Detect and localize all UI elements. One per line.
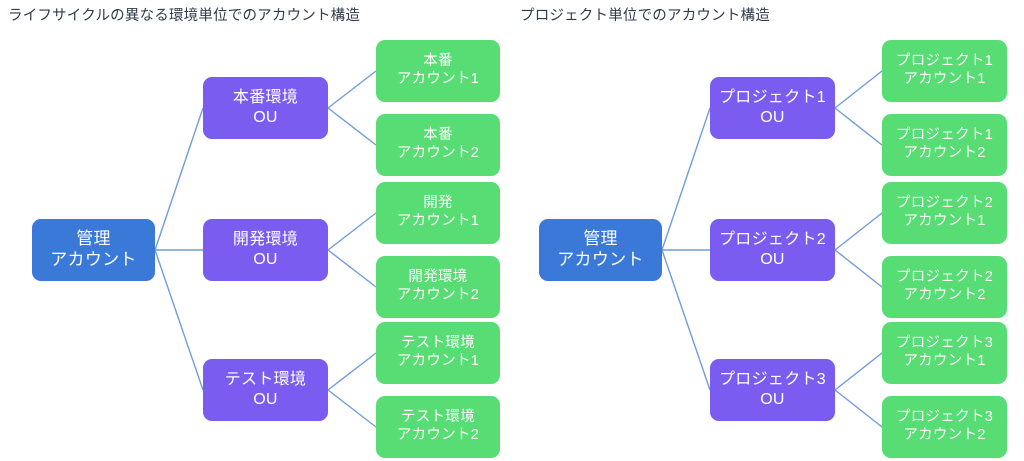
diagram-title-lifecycle: ライフサイクルの異なる環境単位でのアカウント構造 (8, 8, 361, 24)
node-label-line2: アカウント2 (903, 287, 986, 303)
node-label-line1: プロジェクト3 (719, 371, 826, 389)
node-label-line2: アカウント1 (903, 353, 986, 369)
right-account-node-3-2[interactable]: プロジェクト3 アカウント2 (882, 396, 1007, 458)
diagram-title-project: プロジェクト単位でのアカウント構造 (520, 8, 770, 24)
edge-right-ou3-acct1 (834, 352, 883, 391)
edge-left-ou2-acct1 (327, 212, 377, 251)
node-label-line1: 開発環境 (408, 269, 468, 286)
right-ou-node-2[interactable]: プロジェクト2 OU (710, 219, 835, 281)
node-label-line1: 管理 (76, 229, 111, 249)
node-label-line2: アカウント1 (396, 213, 480, 229)
node-label-line2: アカウント1 (396, 353, 480, 369)
left-account-node-1-2[interactable]: 本番 アカウント2 (376, 114, 500, 176)
right-account-node-1-1[interactable]: プロジェクト1 アカウント1 (882, 40, 1007, 102)
edge-right-ou3-acct2 (834, 389, 883, 428)
right-root-node-management-account[interactable]: 管理 アカウント (539, 219, 662, 281)
node-label-line1: プロジェクト1 (895, 127, 994, 144)
node-label-line1: 開発環境 (232, 231, 299, 249)
left-ou-node-1[interactable]: 本番環境 OU (203, 77, 328, 139)
node-label-line2: アカウント1 (903, 213, 986, 229)
edge-right-root-ou3 (661, 249, 711, 391)
node-label-line1: プロジェクト1 (895, 53, 994, 70)
edge-right-ou1-acct2 (834, 107, 883, 146)
right-account-node-2-2[interactable]: プロジェクト2 アカウント2 (882, 256, 1007, 318)
right-ou-node-3[interactable]: プロジェクト3 OU (710, 359, 835, 421)
node-label-line2: OU (760, 109, 785, 126)
edge-right-ou1-acct1 (834, 70, 883, 109)
node-label-line1: テスト環境 (224, 371, 307, 389)
left-root-node-management-account[interactable]: 管理 アカウント (32, 219, 155, 281)
node-label-line2: OU (253, 109, 278, 126)
right-ou-node-1[interactable]: プロジェクト1 OU (710, 77, 835, 139)
node-label-line1: 本番 (423, 127, 453, 144)
node-label-line1: プロジェクト2 (895, 195, 994, 212)
left-account-node-1-1[interactable]: 本番 アカウント1 (376, 40, 500, 102)
node-label-line1: プロジェクト3 (895, 409, 994, 426)
edge-right-ou2-acct2 (834, 249, 883, 288)
node-label-line2: OU (760, 251, 785, 268)
node-label-line2: アカウント2 (396, 287, 480, 303)
node-label-line2: アカウント2 (396, 145, 480, 161)
node-label-line2: OU (253, 391, 278, 408)
right-account-node-1-2[interactable]: プロジェクト1 アカウント2 (882, 114, 1007, 176)
left-account-node-3-2[interactable]: テスト環境 アカウント2 (376, 396, 500, 458)
left-ou-node-3[interactable]: テスト環境 OU (203, 359, 328, 421)
left-account-node-2-1[interactable]: 開発 アカウント1 (376, 182, 500, 244)
edge-right-root-ou1 (661, 107, 711, 251)
node-label-line1: プロジェクト2 (895, 269, 994, 286)
node-label-line2: アカウント1 (396, 71, 480, 87)
edge-left-ou3-acct1 (327, 352, 377, 391)
right-account-node-2-1[interactable]: プロジェクト2 アカウント1 (882, 182, 1007, 244)
node-label-line1: プロジェクト1 (719, 89, 826, 107)
node-label-line2: アカウント (557, 250, 644, 269)
node-label-line2: OU (760, 391, 785, 408)
edge-left-ou3-acct2 (327, 389, 377, 428)
left-ou-node-2[interactable]: 開発環境 OU (203, 219, 328, 281)
right-account-node-3-1[interactable]: プロジェクト3 アカウント1 (882, 322, 1007, 384)
node-label-line1: 開発 (423, 195, 453, 212)
edge-right-ou2-acct1 (834, 212, 883, 251)
node-label-line1: 本番 (423, 53, 453, 70)
node-label-line2: OU (253, 251, 278, 268)
node-label-line1: 本番環境 (232, 89, 299, 107)
node-label-line2: アカウント2 (903, 145, 986, 161)
node-label-line2: アカウント1 (903, 71, 986, 87)
edge-left-ou2-acct2 (327, 249, 377, 288)
left-account-node-3-1[interactable]: テスト環境 アカウント1 (376, 322, 500, 384)
edge-left-ou1-acct1 (327, 70, 377, 109)
node-label-line1: プロジェクト2 (719, 231, 826, 249)
node-label-line1: プロジェクト3 (895, 335, 994, 352)
node-label-line1: テスト環境 (401, 409, 475, 426)
node-label-line2: アカウント2 (903, 427, 986, 443)
edge-left-ou1-acct2 (327, 107, 377, 146)
edge-left-root-ou3 (154, 249, 204, 391)
node-label-line2: アカウント (50, 250, 137, 269)
left-account-node-2-2[interactable]: 開発環境 アカウント2 (376, 256, 500, 318)
node-label-line1: テスト環境 (401, 335, 475, 352)
node-label-line1: 管理 (583, 229, 618, 249)
edge-left-root-ou1 (154, 107, 204, 251)
node-label-line2: アカウント2 (396, 427, 480, 443)
